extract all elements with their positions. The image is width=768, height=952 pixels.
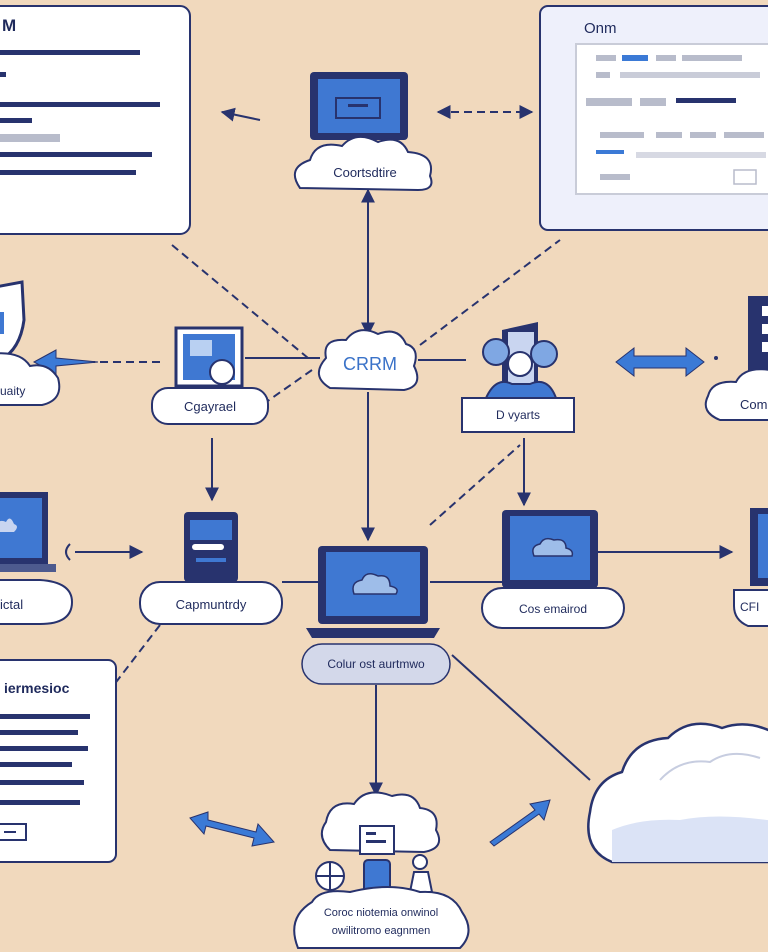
center-hub-cloud-icon	[318, 329, 419, 392]
center-laptop-label: Colur ost aurtmwo	[327, 657, 425, 671]
arrow-top-left	[220, 107, 261, 122]
bottom-cloud-label-line2: owilitromo eagnmen	[331, 925, 431, 937]
left-mid-card-label: Cgayrael	[183, 398, 237, 414]
right-edge-server-node	[704, 296, 768, 421]
cloud-icon	[293, 135, 433, 192]
phone-card-label: Capmuntrdy	[175, 596, 247, 612]
top-right-window-title: Onm	[584, 20, 617, 37]
connector-diag-left	[109, 624, 161, 691]
bottom-left-document	[0, 659, 117, 863]
connector-hub-card	[261, 369, 313, 406]
left-edge-laptop-label: ictal	[0, 596, 24, 612]
bottom-cloud-node	[293, 791, 470, 949]
bottom-cloud-label-line1: Coroc niotemia onwinol	[323, 907, 439, 919]
top-right-window	[539, 5, 768, 231]
connector-diag-right	[429, 444, 521, 526]
top-cloud-node	[293, 72, 433, 192]
people-icon	[482, 338, 558, 399]
large-cloud-icon	[587, 722, 768, 864]
left-edge-shield-node	[0, 280, 61, 406]
bottom-left-doc-title: iermesioc	[4, 680, 70, 696]
right-low-card-label: Cos emairod	[518, 602, 588, 616]
right-edge-low-label: CFI	[740, 600, 760, 614]
people-node	[461, 322, 575, 433]
center-laptop-node	[301, 546, 451, 685]
phone-node	[139, 512, 283, 625]
top-cloud-label: Coortsdtire	[333, 164, 397, 180]
connector-hub-window	[419, 239, 561, 346]
people-card-label: D vyarts	[495, 408, 540, 422]
top-left-window-title: M	[2, 16, 17, 35]
left-edge-shield-label: uaity	[0, 384, 26, 398]
left-mid-card-node	[151, 326, 269, 425]
document-icon	[0, 659, 117, 863]
connector-bigcloud	[451, 654, 591, 781]
center-hub-label: CRRM	[343, 353, 397, 374]
right-low-laptop-node	[481, 510, 625, 629]
top-left-window	[0, 5, 191, 235]
bidirectional-arrow-icon	[32, 346, 705, 847]
right-edge-card-label: Com	[740, 396, 768, 412]
left-edge-laptop-node	[0, 492, 74, 625]
connector-doc-hub	[171, 244, 309, 359]
right-edge-low-node	[733, 508, 768, 627]
